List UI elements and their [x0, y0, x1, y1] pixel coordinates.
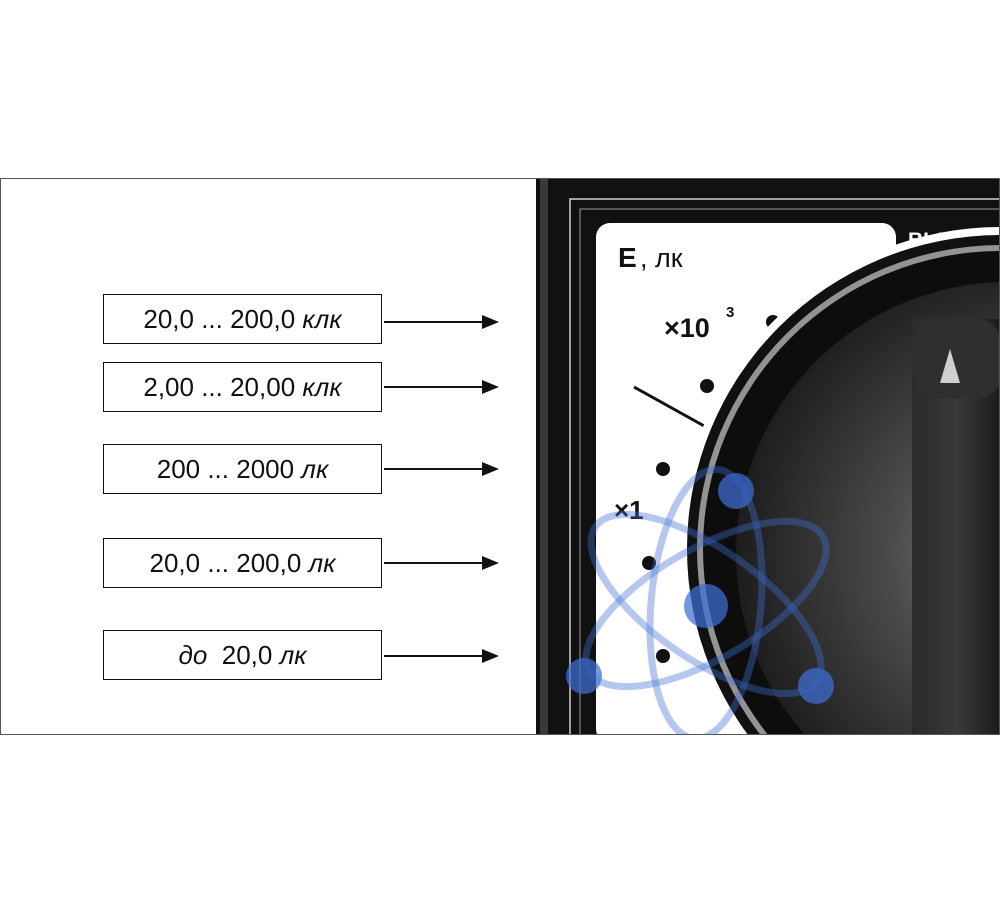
panel-outline — [569, 198, 999, 734]
range-box-2: 2,00 ... 20,00 клк — [103, 362, 382, 412]
multiplier-1000-exp: 3 — [726, 304, 734, 321]
luxmeter-front-panel: E , лк ×10 3 ×1 ВЫКЛ. — [536, 179, 999, 734]
range-unit: клк — [302, 303, 342, 334]
body-edge — [540, 179, 548, 734]
arrow-right-icon — [384, 380, 499, 394]
range-box-4: 20,0 ... 200,0 лк — [103, 538, 382, 588]
range-unit: лк — [279, 639, 307, 670]
range-dot-4 — [642, 556, 656, 570]
range-box-1: 20,0 ... 200,0 клк — [103, 294, 382, 344]
range-prefix: до — [178, 639, 208, 670]
range-box-5: до 20,0 лк — [103, 630, 382, 680]
quantity-symbol: E — [618, 242, 637, 273]
range-unit: лк — [308, 547, 336, 578]
range-box-3: 200 ... 2000 лк — [103, 444, 382, 494]
atom-watermark-icon — [566, 465, 834, 734]
range-value: 200 ... 2000 — [156, 453, 302, 484]
panel-outline-inner — [579, 208, 999, 734]
range-unit: лк — [301, 453, 329, 484]
knob-pointer-icon — [940, 349, 960, 383]
arrow-right-icon — [384, 462, 499, 476]
multiplier-1000-base: ×10 — [664, 313, 710, 343]
range-value: 20,0 ... 200,0 — [149, 547, 309, 578]
range-dot-5 — [656, 649, 670, 663]
range-value: 2,00 ... 20,00 — [143, 371, 303, 402]
multiplier-separator-tick — [633, 385, 707, 429]
knob-grip-top — [912, 319, 999, 399]
multiplier-1-label: ×1 — [614, 495, 644, 525]
quantity-unit: , лк — [640, 243, 683, 273]
range-unit: клк — [302, 371, 342, 402]
range-value: 20,0 — [207, 639, 280, 670]
arrow-right-icon — [384, 556, 499, 570]
figure-frame: 20,0 ... 200,0 клк 2,00 ... 20,00 клк 20… — [0, 178, 1000, 735]
range-value: 20,0 ... 200,0 — [143, 303, 303, 334]
range-legend: 20,0 ... 200,0 клк 2,00 ... 20,00 клк 20… — [1, 179, 536, 734]
arrow-right-icon — [384, 649, 499, 663]
range-dot-2 — [700, 379, 714, 393]
range-dot-3 — [656, 462, 670, 476]
arrow-right-icon — [384, 315, 499, 329]
